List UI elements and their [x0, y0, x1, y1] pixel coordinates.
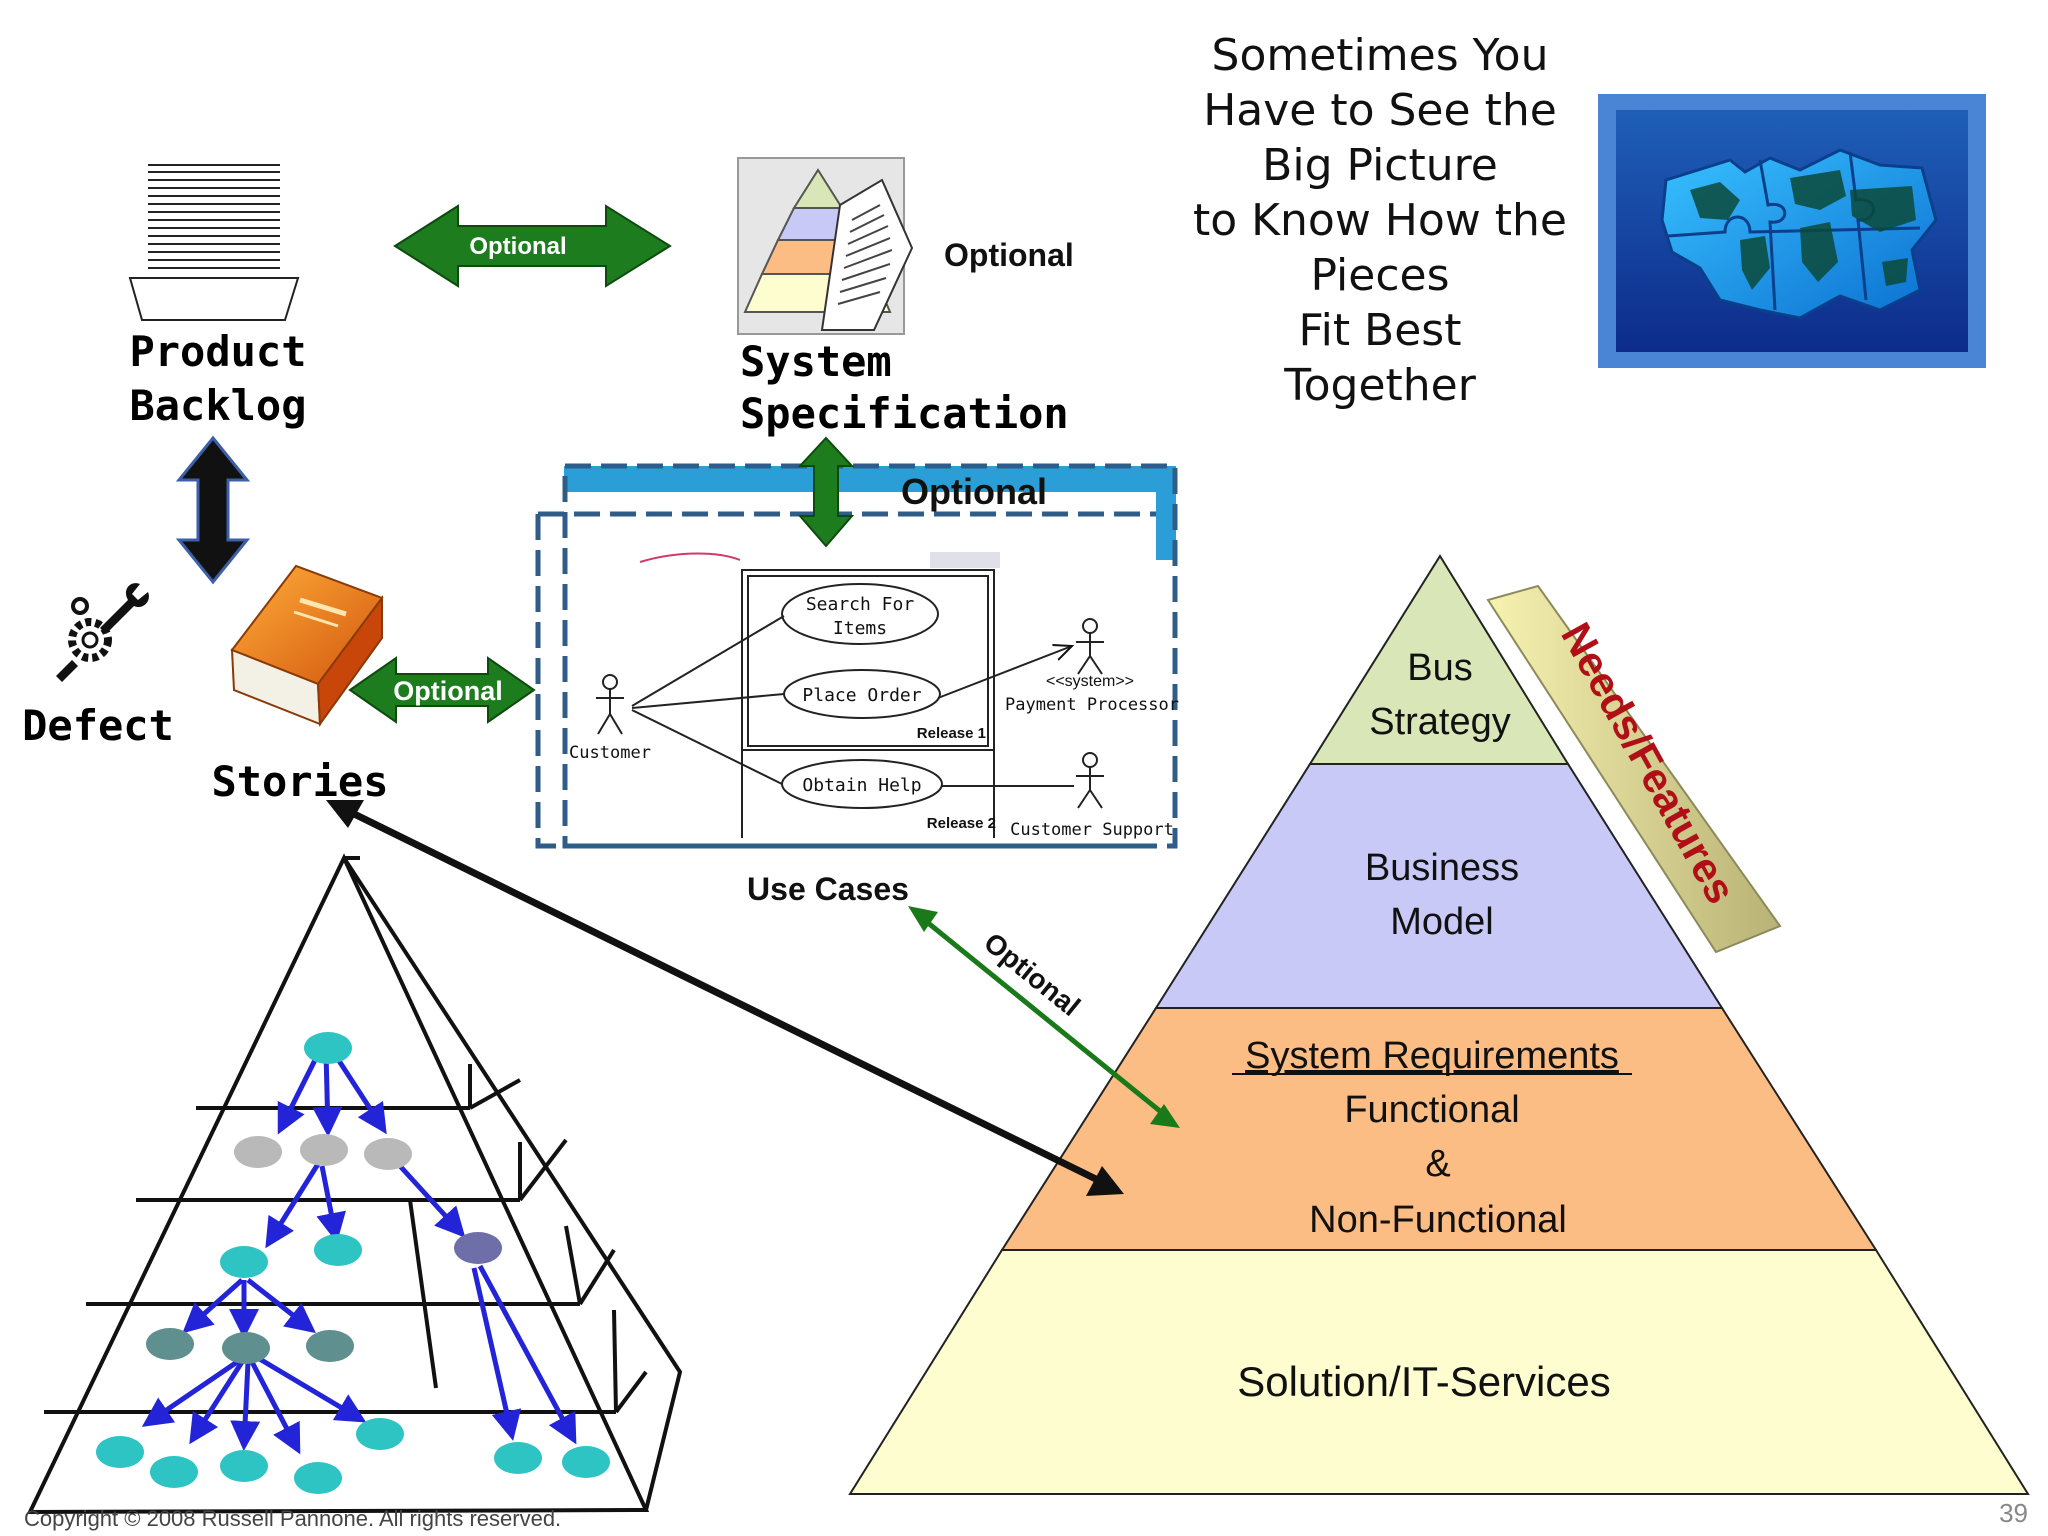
tier3-line3: Non-Functional [1309, 1199, 1567, 1241]
use-cases-label: Use Cases [747, 871, 909, 907]
usecase-requirements-optional-arrow [908, 906, 1180, 1128]
uc-customer: Customer [569, 743, 651, 763]
backlog-stories-double-arrow [175, 435, 251, 585]
page-number: 39 [1999, 1498, 2028, 1528]
headline-line-4: to Know How the [1193, 195, 1567, 246]
spec-usecase-optional-arrow [797, 436, 855, 548]
tier3-title: System Requirements [1245, 1035, 1619, 1077]
tier4-label: Solution/IT-Services [1237, 1358, 1611, 1405]
uc-release1: Release 1 [917, 725, 986, 742]
backlog-spec-optional-arrow [393, 204, 672, 288]
product-backlog-label-line1: Product [129, 327, 306, 376]
system-specification-icon [737, 157, 914, 335]
copyright-footer: Copyright © 2008 Russell Pannone. All ri… [24, 1506, 561, 1531]
product-backlog-label-line2: Backlog [129, 381, 306, 430]
headline-line-5: Pieces [1310, 250, 1450, 301]
uc-customer-support: Customer Support [1010, 820, 1174, 840]
stories-usecase-optional-label: Optional [393, 676, 503, 706]
tier3-line2: & [1425, 1143, 1450, 1185]
tier2-line1: Business [1365, 847, 1519, 889]
requirements-pyramid [848, 554, 2030, 1495]
uc-system-stereotype: <<system>> [1046, 673, 1134, 690]
tier2-line2: Model [1390, 901, 1494, 943]
stories-requirements-link-arrow [326, 800, 1124, 1196]
uc-search-line1: Search For [806, 594, 915, 615]
system-spec-label-line2: Specification [740, 389, 1069, 438]
headline-line-7: Together [1284, 360, 1476, 411]
headline-line-3: Big Picture [1262, 140, 1498, 191]
defect-icon [56, 583, 149, 682]
puzzle-world-image [1598, 94, 1986, 368]
uc-obtain-help: Obtain Help [802, 775, 921, 796]
tier1-line2: Strategy [1369, 701, 1511, 743]
product-backlog-icon [128, 164, 300, 321]
stories-book-icon [230, 564, 384, 727]
hierarchy-pyramid [26, 853, 683, 1515]
backlog-spec-optional-label: Optional [469, 233, 566, 260]
uc-search-line2: Items [833, 618, 887, 639]
tier1-line1: Bus [1407, 647, 1472, 689]
headline-line-6: Fit Best [1298, 305, 1462, 356]
uc-release2: Release 2 [927, 815, 996, 832]
spec-side-optional-label: Optional [944, 237, 1074, 273]
uc-payment-processor: Payment Processor [1005, 695, 1179, 715]
tier3-line1: Functional [1344, 1089, 1519, 1131]
spec-usecase-optional-label: Optional [901, 471, 1047, 512]
big-picture-headline: Sometimes You Have to See the Big Pictur… [1160, 28, 1600, 413]
stories-label: Stories [211, 757, 388, 806]
system-spec-label-line1: System [740, 337, 892, 386]
needs-features-banner [1486, 584, 1782, 954]
headline-line-1: Sometimes You [1211, 30, 1549, 81]
stories-usecase-optional-arrow [348, 656, 536, 724]
use-case-diagram [535, 463, 1178, 849]
uc-place-order: Place Order [802, 685, 921, 706]
defect-label: Defect [22, 701, 174, 750]
headline-line-2: Have to See the [1203, 85, 1557, 136]
